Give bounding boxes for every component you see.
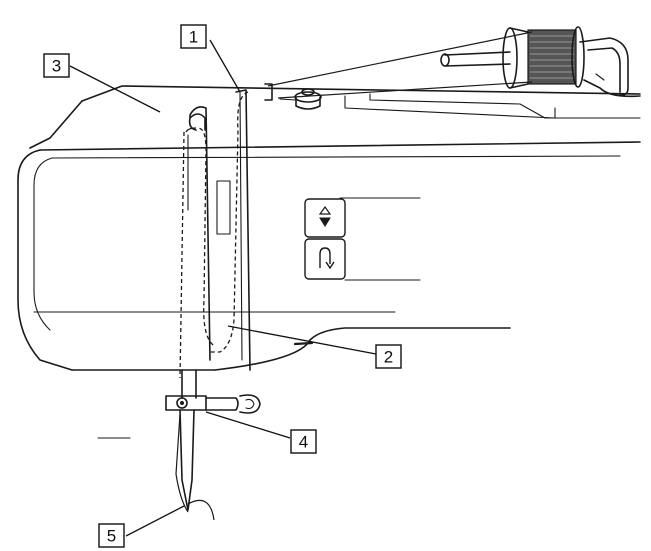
thread-over-lever [185, 127, 197, 133]
arm-detail-mark [293, 341, 314, 346]
leader-line-4 [205, 411, 291, 439]
shoulder-line-lower [51, 155, 621, 159]
callout-1: 1 [180, 24, 207, 49]
callout-2-label: 2 [384, 348, 393, 367]
take-up-lever-slot [216, 180, 231, 235]
top-thread-guide [264, 83, 273, 101]
spool-post-connector [279, 98, 297, 101]
needle-assembly [165, 369, 261, 521]
machine-head [17, 85, 641, 371]
take-up-lever-hook [188, 113, 206, 131]
spool-cap-sides [509, 27, 529, 89]
callout-4-label: 4 [299, 433, 308, 452]
top-bevel-edge [29, 100, 83, 149]
front-face-outline [17, 149, 73, 371]
top-cover-recess [369, 93, 546, 119]
spool-holder-detail [595, 73, 605, 81]
spool-pin-bottom [444, 63, 511, 67]
shoulder-line-upper [39, 141, 641, 151]
control-buttons [304, 197, 421, 281]
thread-to-needle-eye [175, 413, 189, 513]
leader-line-1 [209, 39, 241, 93]
spool-holder-base [583, 79, 641, 98]
spool-assembly [440, 26, 641, 98]
leader-line-5 [125, 505, 185, 537]
needle-bar [181, 369, 197, 399]
spool-post-top [301, 88, 315, 96]
spool-post-cylinder [295, 96, 321, 110]
spool-pin-top [444, 51, 511, 56]
callout-1-label: 1 [189, 28, 198, 47]
needle-up-down-icon [318, 205, 332, 227]
thread-guide-loop-inner [245, 398, 255, 410]
reverse-stitch-button[interactable] [304, 238, 346, 280]
callout-5-label: 5 [107, 527, 116, 546]
reverse-stitch-icon [319, 247, 335, 270]
thread-up-channel [197, 127, 214, 346]
top-cover-slot [344, 95, 556, 119]
leader-line-3 [69, 65, 161, 113]
callout-4: 4 [290, 429, 317, 454]
thread-down-to-needle [179, 131, 185, 379]
spool-end-flange [571, 26, 585, 88]
needle-clamp-screw [176, 397, 188, 409]
thread-path [179, 31, 533, 379]
thread-guide-loop [239, 394, 261, 414]
thread-spool-lower [277, 81, 533, 99]
top-cover-edge [81, 85, 641, 102]
callout-3-label: 3 [52, 57, 61, 76]
callout-3: 3 [43, 53, 70, 78]
spool-holder-bracket [579, 37, 629, 96]
needle-clamp [165, 395, 207, 411]
leader-line-2 [227, 325, 377, 355]
arm-underside [214, 327, 511, 371]
spool-pin-tip [440, 53, 450, 67]
guide-channel-left-wall [189, 106, 211, 361]
thread-spool-to-guide [267, 31, 533, 87]
guide-channel-inner-wall [239, 91, 243, 361]
thread-spool [527, 26, 585, 88]
thread-tail [187, 499, 215, 521]
spool-holder-bracket-inner [587, 47, 621, 93]
callout-5: 5 [98, 523, 125, 548]
inner-panel-outline [33, 157, 53, 331]
needle-position-button[interactable] [304, 198, 346, 238]
needle [179, 409, 195, 511]
thread-down-channel [208, 91, 249, 353]
leader-lines [69, 39, 377, 537]
needle-bar-thread-guide [205, 397, 239, 411]
callout-2: 2 [375, 344, 402, 369]
